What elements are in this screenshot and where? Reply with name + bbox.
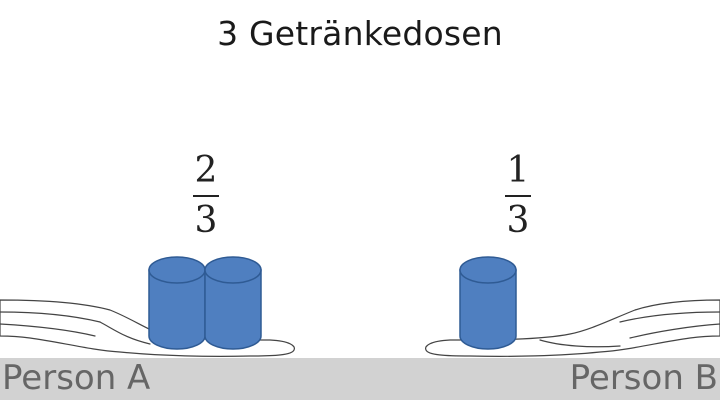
person-b-label: Person B (570, 358, 718, 398)
beverage-can-icon (460, 257, 516, 349)
cans-group (149, 257, 516, 349)
beverage-can-icon (205, 257, 261, 349)
person-a-label: Person A (2, 358, 150, 398)
beverage-can-icon (149, 257, 205, 349)
